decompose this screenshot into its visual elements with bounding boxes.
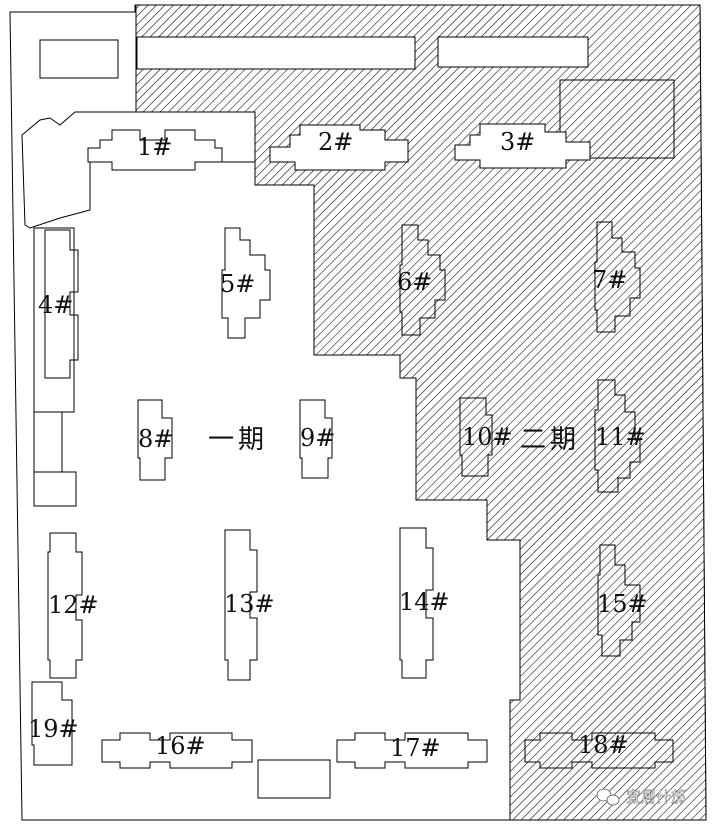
watermark: 宜居什邡: [596, 788, 686, 806]
label-building-6: 6#: [397, 268, 432, 296]
label-phase-1: 一期: [208, 425, 268, 455]
label-building-2: 2#: [318, 128, 353, 156]
label-building-7: 7#: [592, 266, 627, 294]
label-phase-2: 二期: [520, 425, 580, 455]
building-19: [31, 681, 73, 766]
north-strip-left: [136, 36, 416, 70]
west-entry: [21, 111, 256, 229]
plot-west-1: [33, 411, 63, 473]
label-building-5: 5#: [220, 270, 255, 298]
building-6: [399, 224, 446, 336]
label-building-3: 3#: [500, 128, 535, 156]
building-15: [597, 544, 641, 657]
plot-top-left: [39, 39, 119, 79]
label-building-17: 17#: [390, 734, 441, 762]
label-building-15: 15#: [597, 590, 648, 618]
plot-bottom: [257, 759, 331, 799]
label-building-12: 12#: [48, 591, 99, 619]
label-building-14: 14#: [399, 588, 450, 616]
label-building-8: 8#: [138, 425, 173, 453]
label-building-10: 10#: [462, 423, 513, 451]
building-11: [594, 379, 641, 493]
label-building-4: 4#: [38, 291, 73, 319]
building-7: [594, 221, 641, 333]
label-building-13: 13#: [224, 590, 275, 618]
building-3: [454, 123, 591, 169]
building-17: [336, 732, 488, 769]
building-2: [269, 124, 409, 171]
building-14: [399, 527, 434, 679]
building-18: [524, 732, 674, 769]
label-building-11: 11#: [595, 423, 646, 451]
label-building-9: 9#: [300, 424, 335, 452]
building-12: [47, 532, 83, 679]
label-building-1: 1#: [137, 133, 172, 161]
label-building-18: 18#: [578, 731, 629, 759]
phase2-region: [135, 4, 707, 821]
north-east-block: [559, 79, 675, 159]
north-strip-right: [437, 36, 589, 68]
building-10: [459, 397, 493, 477]
plot-west-2: [33, 471, 77, 507]
wechat-icon: [596, 788, 620, 806]
building-8: [137, 399, 173, 481]
building-1: [87, 129, 223, 171]
building-13: [224, 529, 258, 681]
building-9: [299, 399, 333, 479]
building-16: [101, 732, 253, 769]
building-4: [44, 229, 79, 379]
label-building-16: 16#: [155, 732, 206, 760]
building-5: [221, 227, 271, 339]
watermark-text: 宜居什邡: [626, 788, 686, 806]
label-building-19: 19#: [28, 715, 79, 743]
